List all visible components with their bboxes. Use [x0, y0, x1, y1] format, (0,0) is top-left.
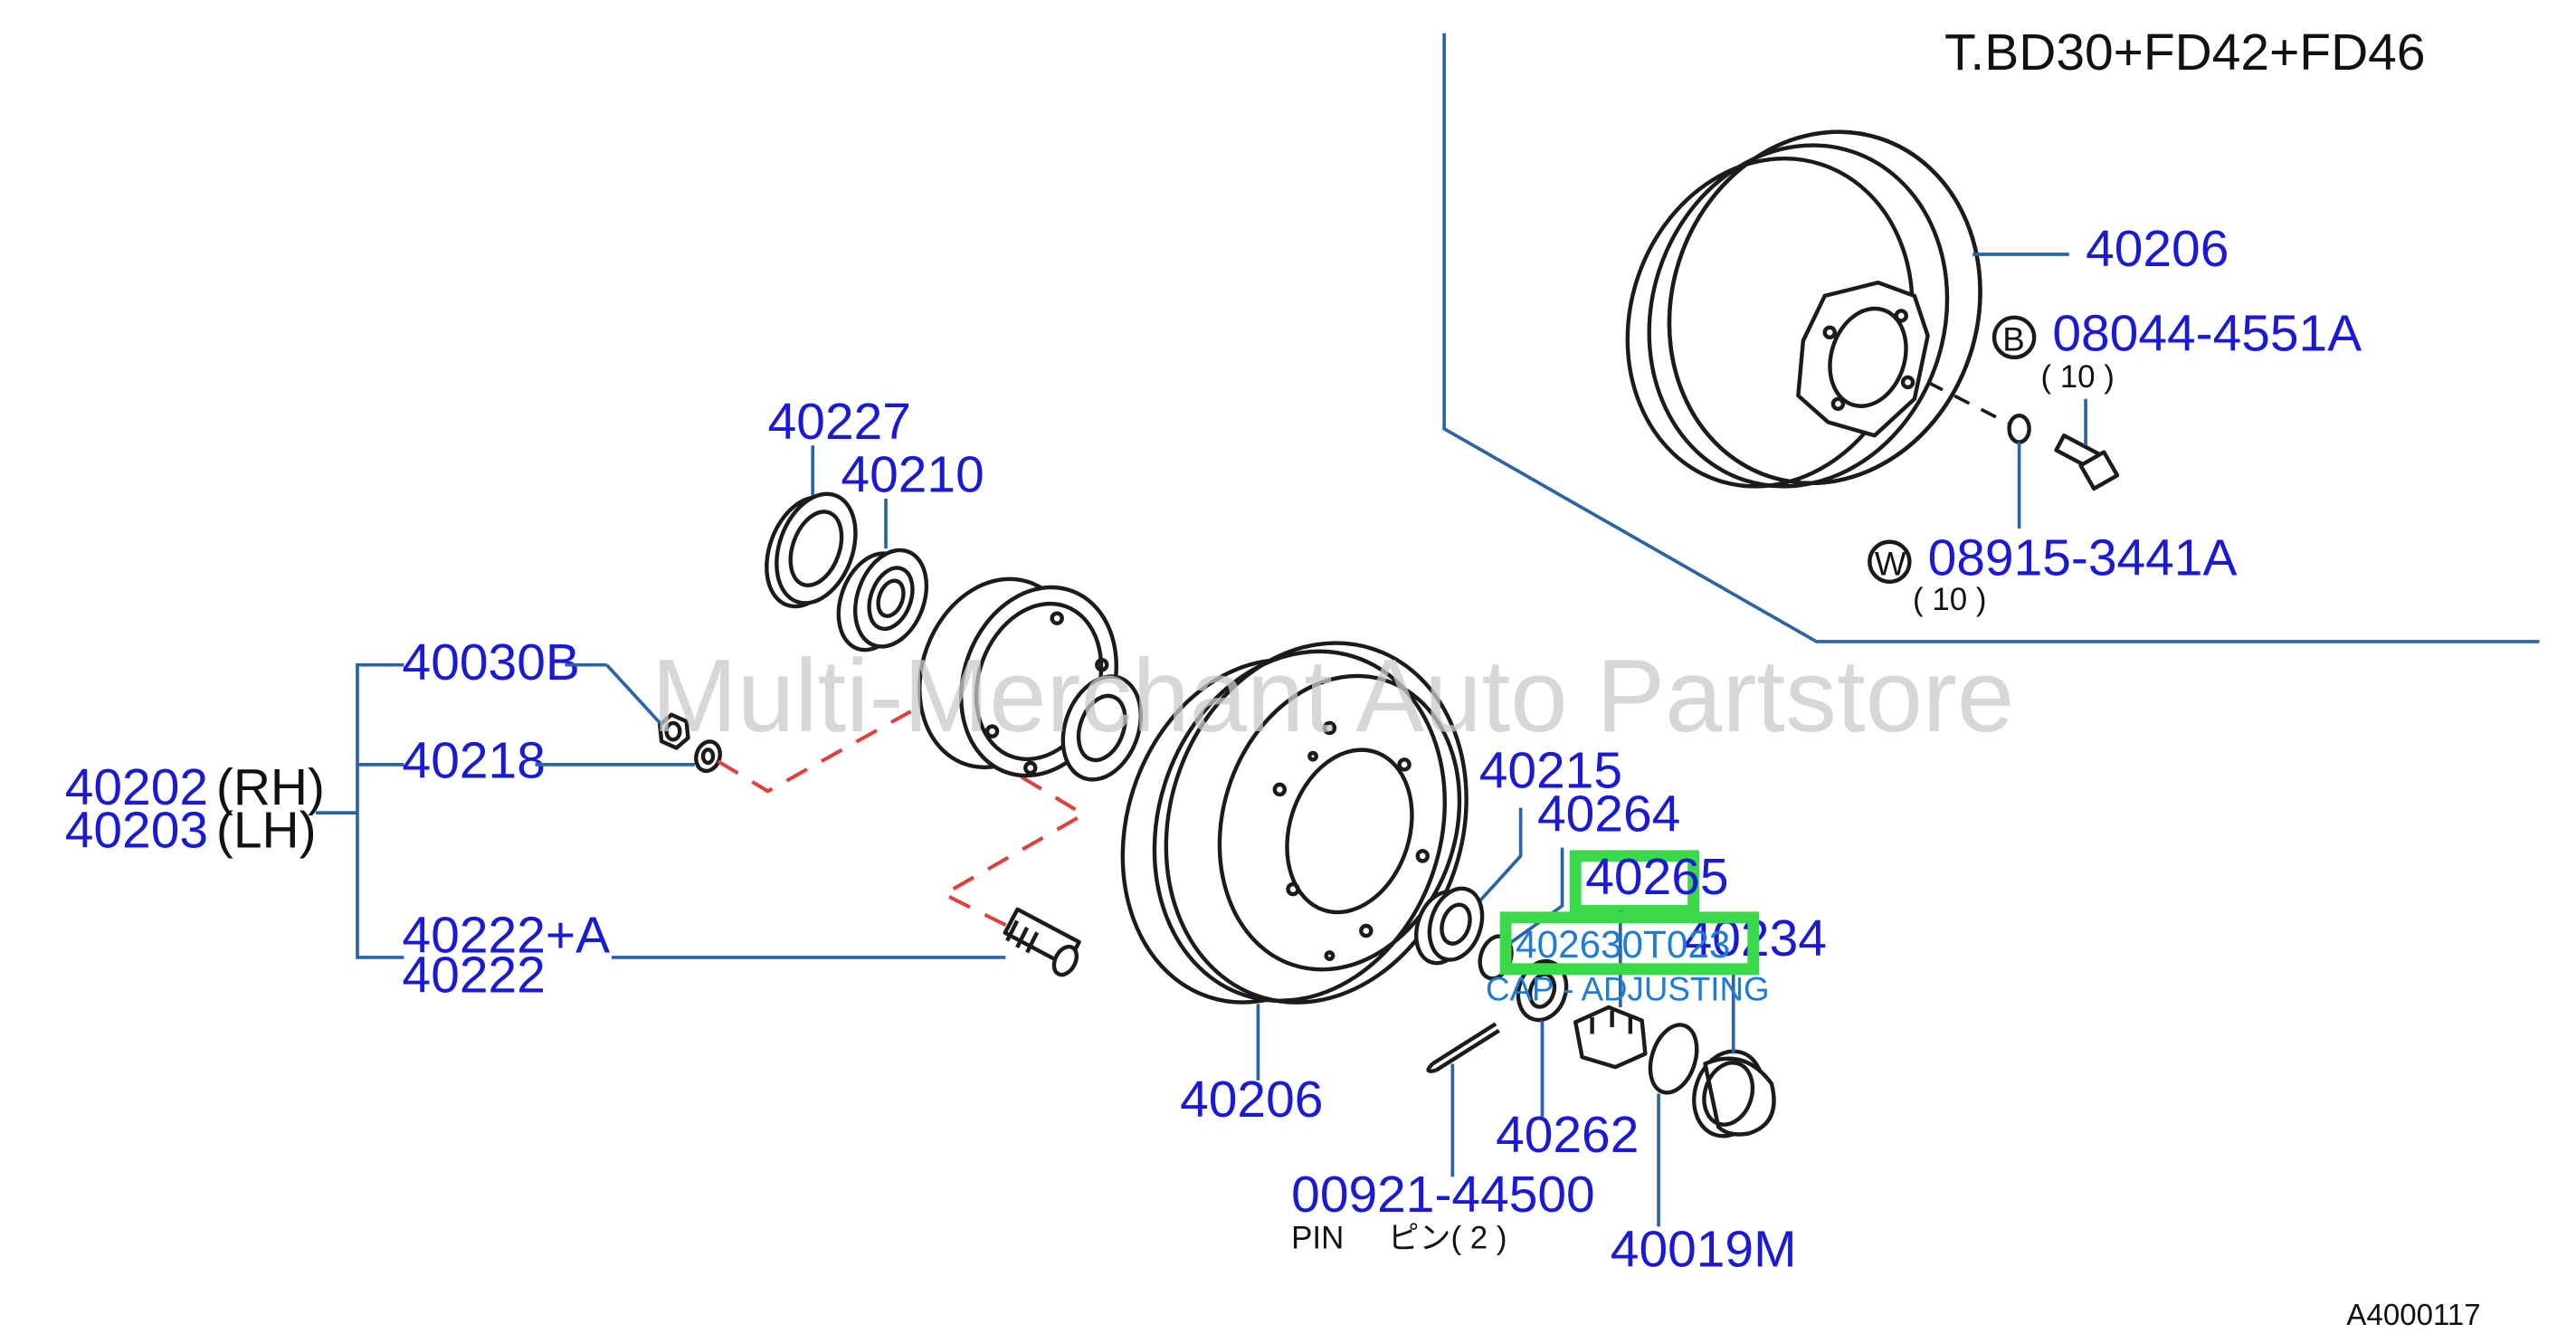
part-40218[interactable]: 40218 — [403, 732, 546, 790]
part-40210[interactable]: 40210 — [841, 446, 984, 504]
o-ring — [1648, 1023, 1699, 1095]
part-40222-plus-a[interactable]: 40222+A — [403, 906, 611, 964]
cotter-pin — [1426, 1022, 1500, 1073]
dash-line-lower — [940, 754, 1088, 929]
outer-bearing — [1414, 886, 1485, 966]
highlight-box-40265 — [1569, 850, 1700, 917]
wheel-stud — [1003, 907, 1081, 977]
part-40019M[interactable]: 40019M — [1611, 1221, 1797, 1279]
dash-line-upper — [717, 710, 912, 794]
badge-w — [1868, 539, 1912, 585]
diagram-code: A4000117 — [2346, 1299, 2480, 1332]
part-08044-4551A[interactable]: 08044-4551A — [2052, 305, 2362, 363]
inset-variant-title: T.BD30+FD42+FD46 — [1944, 24, 2426, 81]
watermark: Multi-Merchant Auto Partstore — [651, 639, 2014, 754]
part-40203[interactable]: 40203 — [65, 802, 208, 860]
inset-border — [1442, 33, 2540, 643]
part-08915-qty: ( 10 ) — [1913, 582, 1986, 617]
part-40262[interactable]: 40262 — [1496, 1106, 1639, 1164]
inset-bolt — [2054, 433, 2120, 491]
inner-bearing — [836, 548, 929, 652]
highlight-box-part — [1499, 911, 1760, 976]
main-brake-drum — [1120, 641, 1469, 1005]
part-00921-44500[interactable]: 00921-44500 — [1291, 1166, 1595, 1224]
part-40206-inset[interactable]: 40206 — [2086, 220, 2229, 278]
part-40202[interactable]: 40202 — [65, 758, 208, 816]
badge-b — [1991, 315, 2037, 360]
wheel-hub — [917, 576, 1143, 782]
leader-40215 — [1469, 807, 1523, 912]
part-40264[interactable]: 40264 — [1537, 785, 1680, 843]
hub-nut — [658, 712, 690, 750]
part-40215[interactable]: 40215 — [1479, 742, 1622, 800]
pin-qty: ( 2 ) — [1450, 1220, 1507, 1255]
part-40222[interactable]: 40222 — [403, 946, 546, 1004]
part-40227[interactable]: 40227 — [768, 393, 911, 451]
badge-w-letter: W — [1875, 545, 1906, 582]
badge-b-letter: B — [2002, 321, 2025, 358]
part-08915-3441A[interactable]: 08915-3441A — [1928, 529, 2238, 586]
highlight-part-number[interactable]: 402630T023 — [1516, 923, 1730, 966]
highlight-part-name: CAP - ADJUSTING — [1486, 971, 1770, 1008]
oil-seal — [765, 491, 858, 609]
inset-brake-drum — [1625, 129, 1982, 489]
pin-label: PIN — [1291, 1220, 1344, 1255]
hub-lock-nut — [1516, 958, 1569, 1023]
part-40206-main[interactable]: 40206 — [1180, 1071, 1323, 1129]
part-08044-qty: ( 10 ) — [2040, 359, 2114, 395]
part-40265[interactable]: 40265 — [1585, 848, 1728, 906]
inset-washer — [2007, 413, 2031, 444]
part-40203-side: (LH) — [216, 802, 317, 860]
leader-40264 — [1503, 847, 1564, 949]
inset-panel: T.BD30+FD42+FD46 40206 B 08044-4551A ( 1… — [1442, 24, 2540, 643]
left-bracket — [316, 662, 404, 959]
part-40030B[interactable]: 40030B — [403, 633, 580, 691]
part-40202-side: (RH) — [216, 758, 325, 816]
pin-label-jp: ピン — [1388, 1220, 1451, 1255]
leader-40030B-b — [605, 663, 663, 727]
hub-cap — [1692, 1049, 1776, 1138]
adjusting-cap — [1573, 1005, 1648, 1070]
